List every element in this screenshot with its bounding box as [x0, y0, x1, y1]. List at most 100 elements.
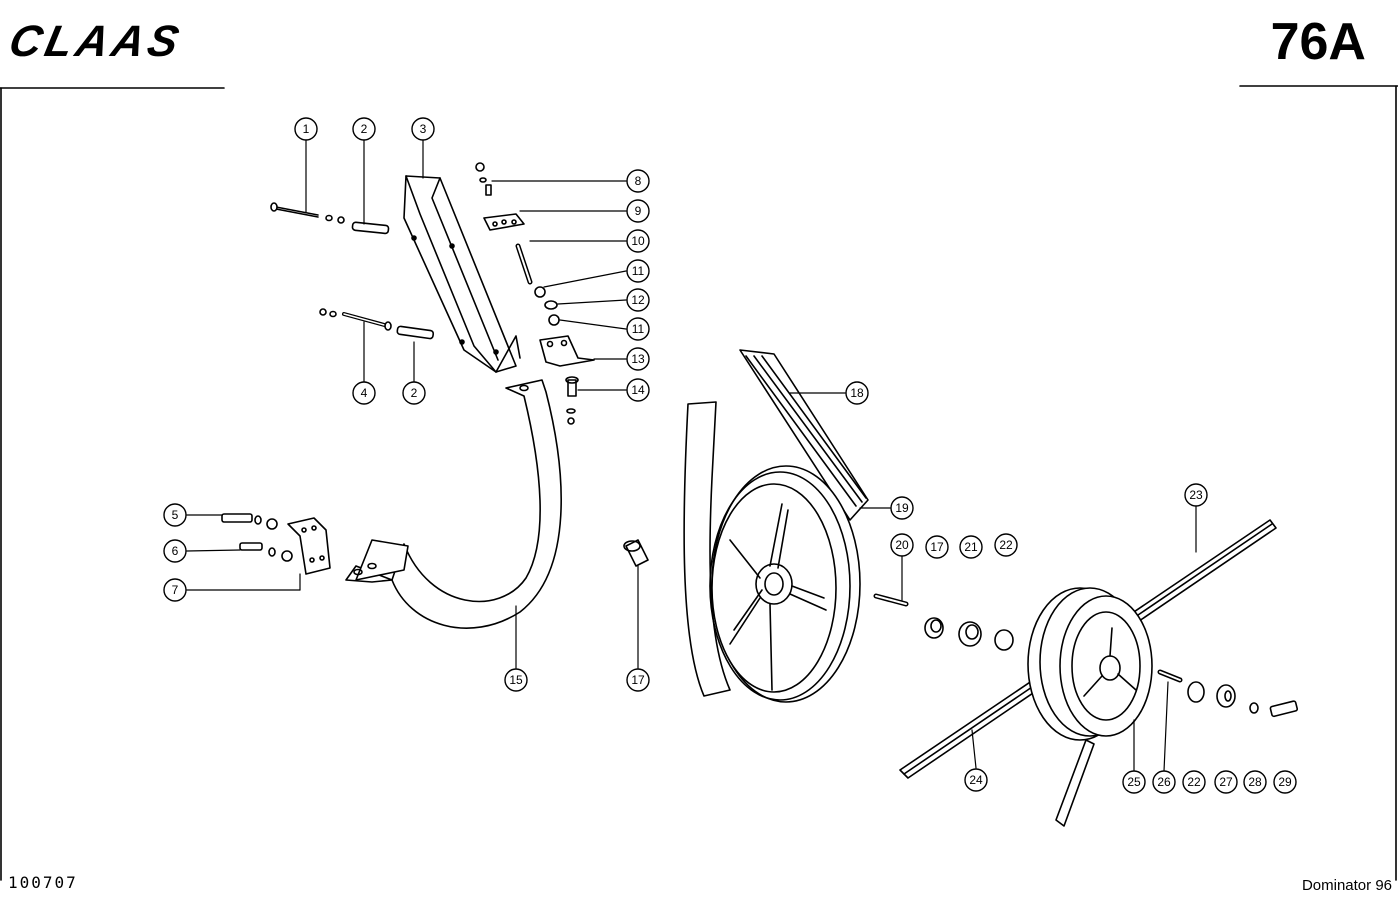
callout-label: 19	[895, 501, 909, 515]
callout-label: 23	[1189, 488, 1203, 502]
callout-label: 6	[172, 544, 179, 558]
callout-8: 8	[626, 169, 650, 193]
callout-label: 14	[631, 383, 645, 397]
callout-label: 15	[509, 673, 523, 687]
callout-circle	[163, 503, 187, 527]
callout-3: 3	[411, 117, 435, 141]
callout-4: 4	[352, 381, 376, 405]
callout-circle	[1182, 770, 1206, 794]
callout-2: 2	[352, 117, 376, 141]
part-bolt-long	[270, 202, 345, 224]
callout-label: 1	[303, 122, 310, 136]
callout-label: 2	[361, 122, 368, 136]
callout-13: 13	[626, 347, 650, 371]
callout-label: 17	[631, 673, 645, 687]
callout-label: 17	[930, 540, 944, 554]
part-shaft-bushings	[873, 593, 1014, 651]
callout-2: 2	[402, 381, 426, 405]
callout-11: 11	[626, 259, 650, 283]
callout-15: 15	[504, 668, 528, 692]
page-number: 76A	[1270, 13, 1366, 71]
callout-circle	[626, 169, 650, 193]
callout-circle	[890, 533, 914, 557]
callout-label: 2	[411, 386, 418, 400]
callout-label: 24	[969, 773, 983, 787]
callout-22: 22	[994, 533, 1018, 557]
callout-label: 12	[631, 293, 645, 307]
callout-label: 20	[895, 538, 909, 552]
callout-circle	[1243, 770, 1267, 794]
callout-circle	[402, 381, 426, 405]
callout-9: 9	[626, 199, 650, 223]
part-angle-bracket	[539, 335, 595, 425]
callout-circle	[1214, 770, 1238, 794]
callout-17: 17	[626, 668, 650, 692]
callout-circle	[352, 381, 376, 405]
callout-circle	[352, 117, 376, 141]
callout-circle	[626, 378, 650, 402]
model-name: Dominator 96	[1301, 877, 1392, 894]
callout-label: 4	[361, 386, 368, 400]
callout-circle	[890, 496, 914, 520]
part-bolt-lower	[319, 308, 435, 340]
sheet-frame	[0, 85, 1398, 881]
callout-19: 19	[890, 496, 914, 520]
callout-29: 29	[1273, 770, 1297, 794]
callout-label: 22	[999, 538, 1013, 552]
callout-circle	[1184, 483, 1208, 507]
callout-27: 27	[1214, 770, 1238, 794]
callout-circle	[294, 117, 318, 141]
callout-circle	[626, 347, 650, 371]
callout-label: 3	[420, 122, 427, 136]
callout-23: 23	[1184, 483, 1208, 507]
callout-28: 28	[1243, 770, 1267, 794]
callout-6: 6	[163, 539, 187, 563]
callout-circle	[163, 578, 187, 602]
callout-10: 10	[626, 229, 650, 253]
callout-label: 11	[632, 264, 645, 278]
callout-circle	[1122, 770, 1146, 794]
callout-label: 9	[635, 204, 642, 218]
callout-circle	[959, 535, 983, 559]
callout-circle	[626, 668, 650, 692]
part-left-bracket	[221, 513, 331, 575]
callout-circle	[925, 535, 949, 559]
callout-label: 28	[1248, 775, 1262, 789]
callout-label: 25	[1127, 775, 1141, 789]
callout-21: 21	[959, 535, 983, 559]
part-curved-strap	[345, 379, 562, 629]
callout-24: 24	[964, 768, 988, 792]
callout-11: 11	[626, 317, 650, 341]
callout-5: 5	[163, 503, 187, 527]
callout-18: 18	[845, 381, 869, 405]
callout-label: 22	[1187, 775, 1201, 789]
part-small-hardware-right	[475, 162, 560, 326]
callout-circle	[626, 317, 650, 341]
callout-26: 26	[1152, 770, 1176, 794]
part-small-pulley-belt	[899, 519, 1277, 827]
callout-label: 27	[1219, 775, 1233, 789]
callout-circle	[1273, 770, 1297, 794]
callout-label: 5	[172, 508, 179, 522]
leader-lines	[186, 139, 1197, 772]
callout-label: 8	[635, 174, 642, 188]
callout-circle	[626, 259, 650, 283]
callout-17: 17	[925, 535, 949, 559]
part-large-pulley-belt	[683, 349, 869, 703]
part-pin-upper	[351, 221, 390, 235]
callout-label: 11	[632, 322, 645, 336]
part-sleeve	[623, 539, 649, 567]
callout-label: 10	[631, 234, 645, 248]
callout-22: 22	[1182, 770, 1206, 794]
part-bracket-arm	[403, 175, 521, 373]
callout-circle	[994, 533, 1018, 557]
callout-circle	[964, 768, 988, 792]
callout-25: 25	[1122, 770, 1146, 794]
callout-circle	[845, 381, 869, 405]
part-small-pulley-hardware	[1157, 669, 1299, 718]
callout-label: 29	[1278, 775, 1292, 789]
callout-7: 7	[163, 578, 187, 602]
